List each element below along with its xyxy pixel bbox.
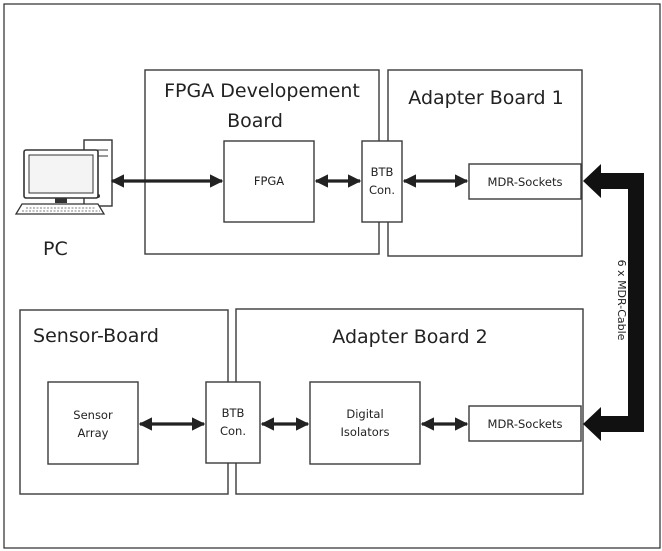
fpga-board-title-line1: FPGA Developement [164, 80, 360, 102]
sensor-array-line1: Sensor [73, 408, 113, 422]
btb-top-line2: Con. [369, 183, 395, 197]
btb-top-line1: BTB [371, 165, 394, 179]
sensor-array-line2: Array [78, 426, 109, 440]
mdr-sockets-bottom [468, 405, 582, 442]
mdr-sockets-top [468, 163, 582, 200]
fpga-board-title-line2: Board [227, 110, 283, 132]
cable-label: 6 x MDR-Cable [615, 260, 628, 341]
mdr-cable [583, 164, 644, 441]
isolators-line1: Digital [346, 407, 383, 421]
sensor-array-box [47, 381, 139, 465]
adapter-board-1-title: Adapter Board 1 [408, 87, 563, 109]
btb-connector-bottom [205, 381, 261, 464]
btb-bottom-line2: Con. [220, 424, 246, 438]
sensor-board-title: Sensor-Board [33, 325, 159, 347]
isolators-line2: Isolators [341, 425, 390, 439]
digital-isolators-box [309, 381, 421, 465]
btb-bottom-line1: BTB [222, 406, 245, 420]
desktop-computer-icon [14, 139, 113, 215]
fpga-chip-box [223, 140, 315, 223]
pc-label: PC [43, 238, 68, 260]
adapter-board-1 [387, 69, 583, 257]
mdr-sockets-bottom-label: MDR-Sockets [488, 417, 563, 431]
mdr-sockets-top-label: MDR-Sockets [488, 175, 563, 189]
adapter-board-2-title: Adapter Board 2 [332, 326, 487, 348]
btb-connector-top [361, 140, 403, 223]
fpga-chip-label: FPGA [254, 174, 284, 188]
